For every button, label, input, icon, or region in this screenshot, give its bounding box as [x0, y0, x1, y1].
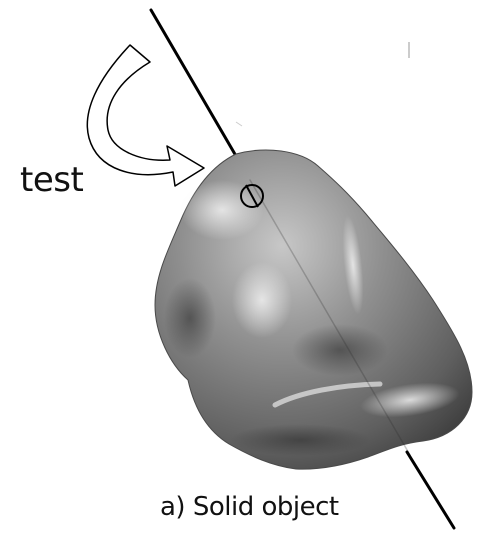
test-label: test — [20, 160, 83, 200]
curved-rotation-arrow-icon — [87, 45, 204, 186]
stray-mark — [236, 122, 242, 126]
solid-object — [155, 150, 472, 469]
figure-caption: a) Solid object — [160, 491, 339, 523]
axis-line-lower — [407, 452, 454, 528]
